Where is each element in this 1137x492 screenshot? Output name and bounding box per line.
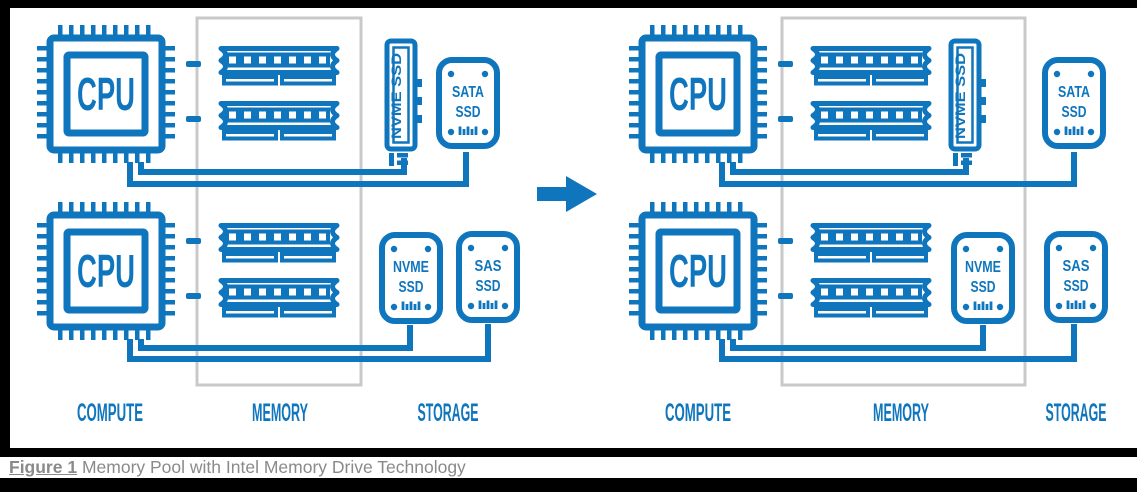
diagram-after: CPU CPU NVME SSD SATA SSD NVME SSD SAS S…	[636, 16, 1107, 427]
cpu-label: CPU	[77, 245, 135, 297]
nvme-ssd-label: NVME	[393, 259, 429, 276]
cpu-dimm-link	[778, 61, 793, 67]
cpu-dimm-link	[186, 238, 201, 244]
figure-caption-label: Figure 1	[9, 457, 78, 477]
nvme-ssd-icon	[382, 235, 440, 321]
cpu-dimm-link	[186, 293, 201, 299]
bus-line	[730, 325, 986, 351]
cpu-dimm-link	[778, 293, 793, 299]
bus-line	[127, 152, 469, 187]
frame-separator-bar	[0, 448, 1137, 457]
dimm-icon	[813, 104, 929, 139]
figure-caption: Figure 1 Memory Pool with Intel Memory D…	[0, 457, 1137, 478]
nvme-m2-ssd-label: NVME SSD	[953, 53, 968, 139]
cpu-label: CPU	[669, 245, 727, 297]
column-label-compute: COMPUTE	[665, 399, 731, 427]
sas-ssd-label: SSD	[1064, 278, 1089, 295]
sas-ssd-label: SSD	[476, 278, 501, 295]
sas-ssd-label: SAS	[1063, 258, 1090, 275]
bus-line	[127, 324, 491, 362]
bus-line	[719, 152, 1077, 187]
cpu-dimm-link	[778, 116, 793, 122]
bus-line	[730, 158, 969, 175]
sata-ssd-icon	[1045, 60, 1103, 146]
bus-line	[719, 324, 1077, 362]
column-label-memory: MEMORY	[873, 399, 929, 427]
figure-caption-text: Memory Pool with Intel Memory Drive Tech…	[81, 457, 466, 477]
dimm-icon	[813, 281, 929, 316]
column-label-storage: STORAGE	[1046, 399, 1107, 427]
sas-ssd-label: SAS	[475, 258, 502, 275]
cpu-label: CPU	[77, 68, 135, 120]
dimm-icon	[221, 49, 337, 84]
bus-line	[138, 158, 407, 175]
dimm-icon	[813, 226, 929, 261]
sata-ssd-label: SSD	[456, 104, 481, 121]
frame-left-bar	[0, 0, 10, 457]
sata-ssd-icon	[439, 60, 497, 146]
dimm-icon	[221, 281, 337, 316]
cpu-dimm-link	[186, 61, 201, 67]
frame-bottom-bar	[0, 478, 1137, 492]
dimm-icon	[221, 226, 337, 261]
sata-ssd-label: SSD	[1062, 104, 1087, 121]
sata-ssd-label: SATA	[1058, 84, 1090, 101]
transition-arrow-icon	[537, 176, 597, 212]
nvme-ssd-label: SSD	[399, 279, 424, 296]
nvme-ssd-label: NVME	[965, 259, 1001, 276]
bus-line	[138, 325, 413, 351]
dimm-icon	[221, 104, 337, 139]
sata-ssd-label: SATA	[452, 84, 484, 101]
memory-pool-box	[195, 16, 363, 387]
sas-ssd-icon	[1047, 234, 1105, 320]
column-label-storage: STORAGE	[418, 399, 479, 427]
dimm-icon	[813, 49, 929, 84]
cpu-dimm-link	[778, 238, 793, 244]
column-label-memory: MEMORY	[252, 399, 308, 427]
memory-pool-box	[780, 16, 1027, 387]
column-label-compute: COMPUTE	[77, 399, 143, 427]
memory-pool-diagram: CPU CPU NVME SSD SATA SSD NVME SSD SAS S…	[0, 16, 1137, 427]
nvme-ssd-icon	[954, 235, 1012, 321]
diagram-before: CPU CPU NVME SSD SATA SSD NVME SSD SAS S…	[44, 16, 518, 427]
cpu-label: CPU	[669, 68, 727, 120]
frame-top-bar	[0, 0, 1137, 8]
nvme-m2-ssd-label: NVME SSD	[389, 53, 404, 139]
sas-ssd-icon	[459, 234, 517, 320]
cpu-dimm-link	[186, 116, 201, 122]
nvme-ssd-label: SSD	[971, 279, 996, 296]
